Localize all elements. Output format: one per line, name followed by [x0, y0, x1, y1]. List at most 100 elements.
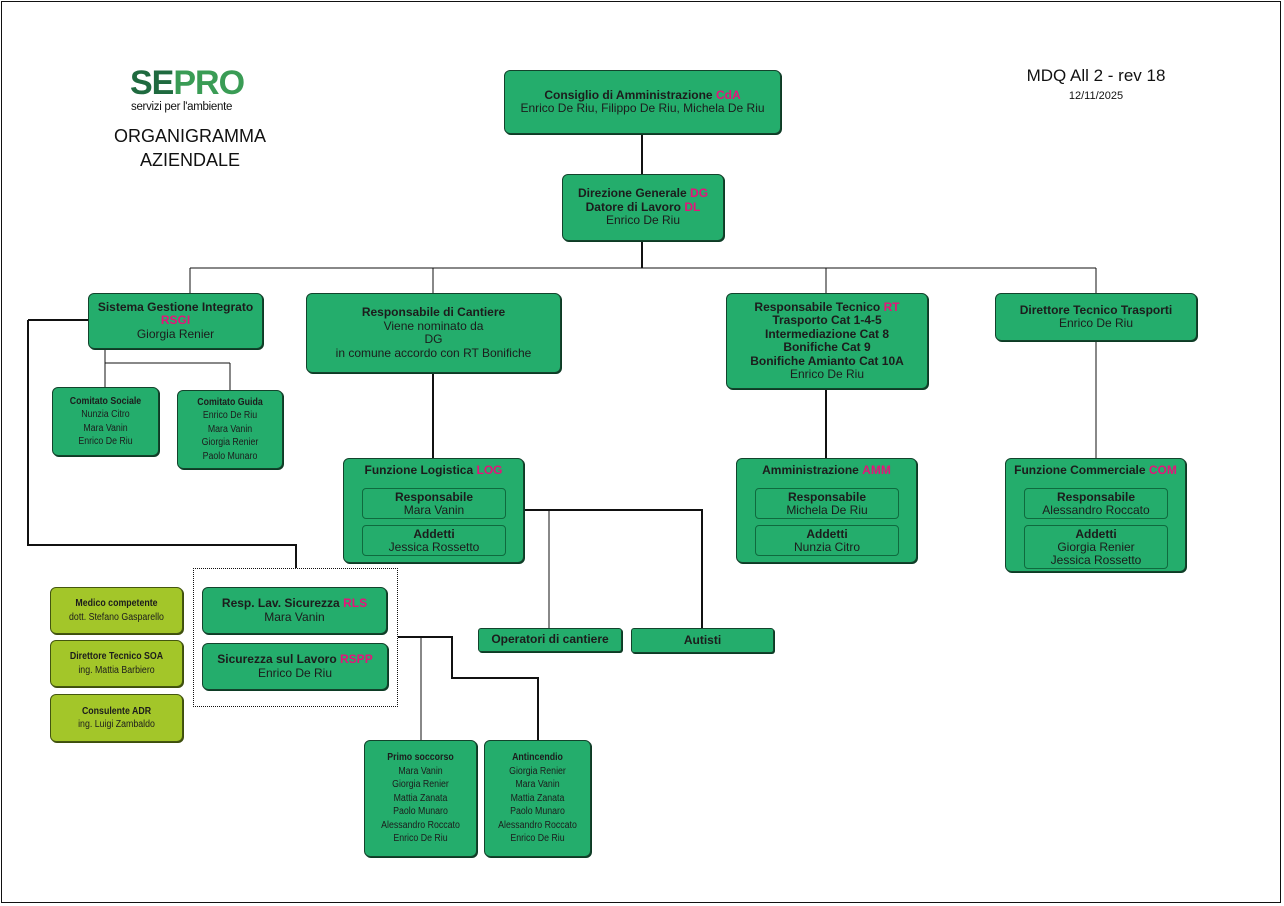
external-title: Medico competente: [75, 598, 158, 609]
rspp-code: RSPP: [340, 652, 373, 666]
node-comitato-sociale: Comitato Sociale Nunzia Citro Mara Vanin…: [52, 387, 159, 456]
member: Nunzia Citro: [81, 409, 130, 420]
cda-members: Enrico De Riu, Filippo De Riu, Michela D…: [520, 101, 765, 115]
role-label: Responsabile: [394, 490, 474, 504]
member: Mara Vanin: [398, 765, 443, 777]
node-autisti: Autisti: [631, 628, 774, 653]
external-name: ing. Luigi Zambaldo: [78, 719, 155, 730]
rls-title: Resp. Lav. Sicurezza: [221, 596, 340, 610]
node-consulente-adr: Consulente ADR ing. Luigi Zambaldo: [50, 694, 183, 742]
role-label: Addetti: [1075, 527, 1117, 541]
log-responsabile: Responsabile Mara Vanin: [362, 488, 506, 519]
member: Alessandro Roccato: [381, 819, 460, 831]
log-title: Funzione Logistica: [364, 463, 474, 477]
role-name: Giorgia Renier: [1057, 540, 1135, 554]
rt-title: Responsabile Tecnico: [754, 299, 881, 314]
cantiere-line: Viene nominato da: [383, 318, 484, 333]
member: Mara Vanin: [207, 423, 253, 435]
node-responsabile-cantiere: Responsabile di Cantiere Viene nominato …: [306, 293, 561, 373]
member: Giorgia Renier: [392, 779, 449, 791]
antincendio-title: Antincendio: [512, 752, 563, 764]
amm-title: Amministrazione: [762, 463, 859, 477]
node-primo-soccorso: Primo soccorso Mara Vanin Giorgia Renier…: [364, 740, 477, 857]
doc-date: 12/11/2025: [1068, 90, 1124, 102]
cda-title: Consiglio di Amministrazione: [544, 87, 713, 102]
rsgi-title: Sistema Gestione Integrato: [97, 299, 254, 314]
role-label: Responsabile: [1056, 490, 1136, 504]
cantiere-title: Responsabile di Cantiere: [361, 305, 506, 319]
rsgi-name: Giorgia Renier: [136, 326, 215, 341]
member: Enrico De Riu: [393, 833, 448, 845]
node-responsabile-tecnico: Responsabile Tecnico RT Trasporto Cat 1-…: [726, 293, 928, 389]
external-name: ing. Mattia Barbiero: [78, 664, 155, 676]
logo-tagline: servizi per l'ambiente: [131, 101, 233, 113]
role-label: Addetti: [806, 527, 848, 541]
rt-category: Intermediazione Cat 8: [764, 326, 890, 341]
dl-code: DL: [684, 199, 701, 214]
rt-category: Trasporto Cat 1-4-5: [772, 313, 882, 327]
dg-code: DG: [690, 186, 709, 201]
member: Enrico De Riu: [78, 436, 133, 447]
external-title: Direttore Tecnico SOA: [69, 651, 164, 662]
amm-responsabile: Responsabile Michela De Riu: [755, 488, 899, 519]
member: Enrico De Riu: [202, 410, 258, 422]
role-label: Responsabile: [787, 490, 867, 504]
rls-code: RLS: [343, 596, 368, 610]
member: Alessandro Roccato: [498, 819, 577, 831]
cantiere-line: in comune accordo con RT Bonifiche: [335, 345, 532, 360]
rsgi-code: RSGI: [160, 313, 191, 328]
log-addetti: Addetti Jessica Rossetto: [362, 525, 506, 556]
amm-addetti: Addetti Nunzia Citro: [755, 525, 899, 556]
node-amministrazione: Amministrazione AMM Responsabile Michela…: [736, 458, 917, 563]
member: Paolo Munaro: [202, 450, 258, 462]
rls-name: Mara Vanin: [264, 609, 325, 624]
role-name: Jessica Rossetto: [1050, 553, 1142, 567]
node-direzione-generale: Direzione Generale DG Datore di Lavoro D…: [562, 174, 724, 241]
dg-title: Direzione Generale: [577, 186, 687, 201]
rt-category: Bonifiche Amianto Cat 10A: [750, 353, 904, 368]
com-code: COM: [1148, 463, 1177, 477]
member: Paolo Munaro: [510, 806, 565, 818]
rt-category: Bonifiche Cat 9: [783, 340, 871, 354]
safety-group: [193, 568, 398, 707]
node-cda: Consiglio di Amministrazione CdA Enrico …: [504, 70, 781, 134]
dl-title: Datore di Lavoro: [585, 199, 681, 214]
rspp-name: Enrico De Riu: [257, 665, 333, 680]
node-comitato-guida: Comitato Guida Enrico De Riu Mara Vanin …: [177, 390, 283, 469]
node-medico-competente: Medico competente dott. Stefano Gasparel…: [50, 587, 183, 634]
title-line-2: AZIENDALE: [139, 150, 241, 170]
node-rspp: Sicurezza sul Lavoro RSPP Enrico De Riu: [202, 643, 388, 690]
com-title: Funzione Commerciale: [1014, 463, 1146, 477]
primo-soccorso-title: Primo soccorso: [387, 752, 454, 764]
com-responsabile: Responsabile Alessandro Roccato: [1024, 488, 1168, 519]
comitato-sociale-title: Comitato Sociale: [69, 395, 142, 407]
amm-code: AMM: [862, 463, 891, 477]
member: Mara Vanin: [515, 779, 560, 791]
member: Mattia Zanata: [510, 792, 565, 804]
member: Mara Vanin: [83, 422, 128, 434]
node-funzione-commerciale: Funzione Commerciale COM Responsabile Al…: [1005, 458, 1186, 572]
member: Mattia Zanata: [393, 792, 448, 804]
node-rls: Resp. Lav. Sicurezza RLS Mara Vanin: [202, 587, 387, 634]
log-code: LOG: [476, 463, 503, 477]
rt-name: Enrico De Riu: [789, 367, 865, 381]
role-name: Nunzia Citro: [793, 540, 861, 554]
sepro-logo: SEPRO: [130, 64, 245, 102]
rspp-title: Sicurezza sul Lavoro: [217, 652, 337, 666]
node-operatori-cantiere: Operatori di cantiere: [478, 628, 622, 652]
node-rsgi: Sistema Gestione Integrato RSGI Giorgia …: [88, 293, 263, 349]
autisti-label: Autisti: [683, 632, 722, 647]
rt-code: RT: [883, 299, 900, 314]
role-name: Mara Vanin: [403, 503, 465, 517]
role-name: Michela De Riu: [786, 503, 868, 517]
node-funzione-logistica: Funzione Logistica LOG Responsabile Mara…: [343, 458, 524, 563]
node-direttore-trasporti: Direttore Tecnico Trasporti Enrico De Ri…: [995, 293, 1197, 341]
dg-name: Enrico De Riu: [605, 213, 681, 228]
trasporti-title: Direttore Tecnico Trasporti: [1019, 302, 1173, 317]
role-name: Jessica Rossetto: [388, 540, 480, 554]
node-antincendio: Antincendio Giorgia Renier Mara Vanin Ma…: [484, 740, 591, 857]
external-title: Consulente ADR: [81, 705, 152, 717]
role-name: Alessandro Roccato: [1042, 503, 1150, 517]
